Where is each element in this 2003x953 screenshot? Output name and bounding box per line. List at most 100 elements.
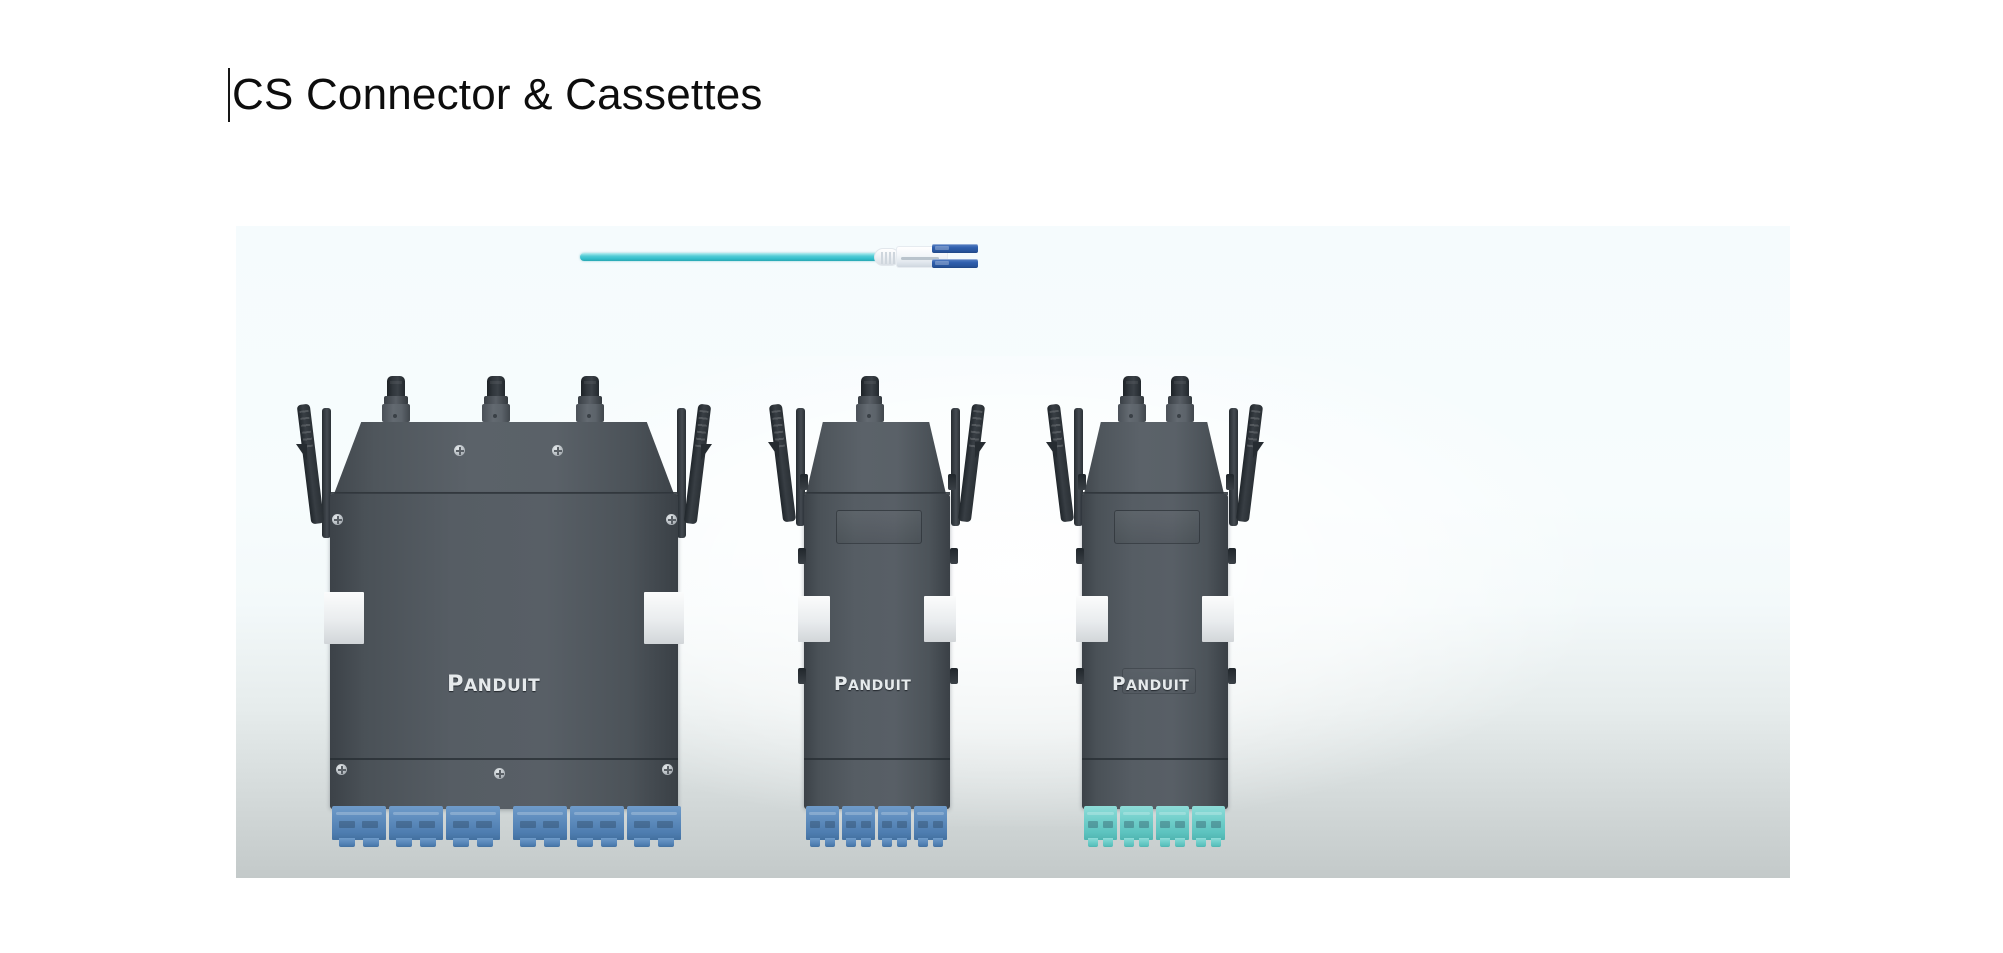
- panduit-logo: PANDUIT: [1112, 674, 1189, 695]
- lc-adapter-port[interactable]: [914, 806, 947, 847]
- cassette-large[interactable]: PANDUIT: [296, 368, 712, 868]
- lc-adapter-port[interactable]: [446, 806, 500, 847]
- side-label-left: [1076, 596, 1108, 642]
- latch-handle-left[interactable]: [296, 403, 325, 525]
- adapter-tooth-b: [825, 838, 835, 847]
- cable-jacket-aqua: [580, 253, 880, 261]
- lc-adapter-port[interactable]: [627, 806, 681, 847]
- latch-foot-left: [1046, 442, 1057, 458]
- screw-top-left: [454, 445, 465, 456]
- lc-adapter-port[interactable]: [570, 806, 624, 847]
- screw-mid-left: [332, 514, 343, 525]
- adapter-keyline: [844, 812, 873, 815]
- latch-handle-right[interactable]: [1235, 403, 1264, 523]
- screw-top-right: [552, 445, 563, 456]
- adapter-tooth-b: [658, 838, 675, 847]
- mounting-rail-left: [322, 408, 331, 538]
- side-label-left: [324, 592, 364, 644]
- panduit-logo-initial: P: [447, 671, 464, 697]
- lower-label-plate: [1122, 668, 1196, 694]
- lc-adapter-port[interactable]: [389, 806, 443, 847]
- adapter-slot-a: [810, 821, 820, 828]
- adapter-keyline: [1086, 812, 1115, 815]
- cassette-medium[interactable]: PANDUIT: [758, 368, 998, 868]
- mtp-neck: [1168, 396, 1192, 405]
- adapter-slot-a: [918, 821, 928, 828]
- cassette-lower-seam: [804, 758, 950, 760]
- text-cursor: [228, 68, 230, 122]
- adapter-tooth-b: [1139, 838, 1149, 847]
- lc-adapter-port[interactable]: [878, 806, 911, 847]
- mtp-boot-icon: [581, 376, 599, 398]
- latch-handle-left[interactable]: [1046, 403, 1075, 523]
- edge-clip-right-3: [950, 668, 958, 684]
- adapter-slot-b: [600, 821, 616, 828]
- page-title-container[interactable]: CS Connector & Cassettes: [228, 68, 763, 122]
- adapter-keyline: [631, 812, 677, 815]
- edge-clip-right-2: [1228, 548, 1236, 564]
- adapter-row-blue[interactable]: [806, 806, 947, 847]
- screw-bottom-center: [494, 768, 505, 779]
- adapter-slot-b: [1211, 821, 1221, 828]
- mtp-boot-icon: [861, 376, 879, 398]
- adapter-slot-a: [634, 821, 650, 828]
- page-title[interactable]: CS Connector & Cassettes: [232, 70, 763, 119]
- cassette-lower-seam: [330, 758, 678, 760]
- cassette-shoulder-seam: [330, 492, 678, 495]
- side-label-left: [798, 596, 830, 642]
- lc-adapter-port[interactable]: [842, 806, 875, 847]
- mtp-neck: [384, 396, 408, 405]
- mtp-boot-icon: [1171, 376, 1189, 398]
- adapter-slot-a: [1196, 821, 1206, 828]
- adapter-slot-b: [933, 821, 943, 828]
- adapter-slot-b: [1175, 821, 1185, 828]
- adapter-tooth-a: [1124, 838, 1134, 847]
- adapter-slot-a: [339, 821, 355, 828]
- latch-foot-right: [701, 444, 712, 460]
- adapter-tooth-b: [601, 838, 618, 847]
- lc-adapter-port[interactable]: [806, 806, 839, 847]
- latch-handle-left[interactable]: [768, 403, 797, 523]
- mtp-base: [482, 404, 510, 422]
- panduit-logo: PANDUIT: [834, 675, 911, 694]
- mounting-rail-left: [1074, 408, 1083, 526]
- cassette-aqua[interactable]: PANDUIT: [1036, 368, 1276, 868]
- lc-adapter-port[interactable]: [1120, 806, 1153, 847]
- latch-handle-right[interactable]: [957, 403, 986, 523]
- adapter-row-aqua[interactable]: [1084, 806, 1225, 847]
- cassette-top-shoulder: [1084, 422, 1224, 494]
- side-label-right: [924, 596, 956, 642]
- adapter-keyline: [1194, 812, 1223, 815]
- cs-ferrule-plug-bottom: [932, 259, 978, 268]
- panduit-logo-initial: P: [1112, 674, 1127, 695]
- adapter-row-blue[interactable]: [332, 806, 681, 847]
- product-image[interactable]: PANDUIT: [236, 226, 1790, 878]
- lc-adapter-port[interactable]: [513, 806, 567, 847]
- adapter-slot-b: [897, 821, 907, 828]
- lc-adapter-port[interactable]: [332, 806, 386, 847]
- adapter-tooth-a: [339, 838, 356, 847]
- adapter-tooth-a: [396, 838, 413, 847]
- adapter-keyline: [336, 812, 382, 815]
- lc-adapter-port[interactable]: [1156, 806, 1189, 847]
- latch-foot-left: [296, 444, 307, 460]
- adapter-tooth-b: [477, 838, 494, 847]
- adapter-slot-b: [657, 821, 673, 828]
- screw-bottom-right: [662, 764, 673, 775]
- lc-adapter-port[interactable]: [1084, 806, 1117, 847]
- adapter-tooth-a: [846, 838, 856, 847]
- side-label-right: [1202, 596, 1234, 642]
- adapter-keyline: [450, 812, 496, 815]
- adapter-slot-a: [453, 821, 469, 828]
- mounting-rail-right: [677, 408, 686, 538]
- adapter-tooth-b: [861, 838, 871, 847]
- latch-handle-right[interactable]: [683, 403, 712, 525]
- mtp-boot-icon: [487, 376, 505, 398]
- adapter-tooth-b: [933, 838, 943, 847]
- adapter-tooth-a: [520, 838, 537, 847]
- edge-clip-left-3: [798, 668, 806, 684]
- adapter-tooth-a: [1088, 838, 1098, 847]
- cassette-housing: [330, 494, 678, 809]
- edge-clip-right: [948, 474, 956, 490]
- lc-adapter-port[interactable]: [1192, 806, 1225, 847]
